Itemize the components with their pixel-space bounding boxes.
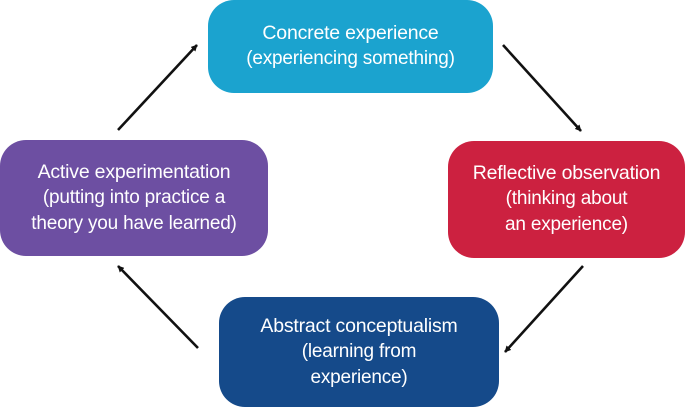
arrow-right-to-bottom xyxy=(504,265,584,353)
arrow-bottom-to-left xyxy=(117,265,199,349)
arrow-left-to-top xyxy=(117,44,198,131)
node-title: Active experimentation xyxy=(37,160,231,183)
node-description: (experiencing something) xyxy=(246,48,455,69)
node-title: Reflective observation xyxy=(472,162,661,184)
arrow-top-to-right xyxy=(502,44,582,132)
active-experimentation-node: Active experimentation (putting into pra… xyxy=(0,140,268,256)
node-title: Concrete experience xyxy=(262,22,439,44)
concrete-experience-node: Concrete experience (experiencing someth… xyxy=(208,0,493,93)
node-title: Abstract conceptualism xyxy=(260,314,458,337)
